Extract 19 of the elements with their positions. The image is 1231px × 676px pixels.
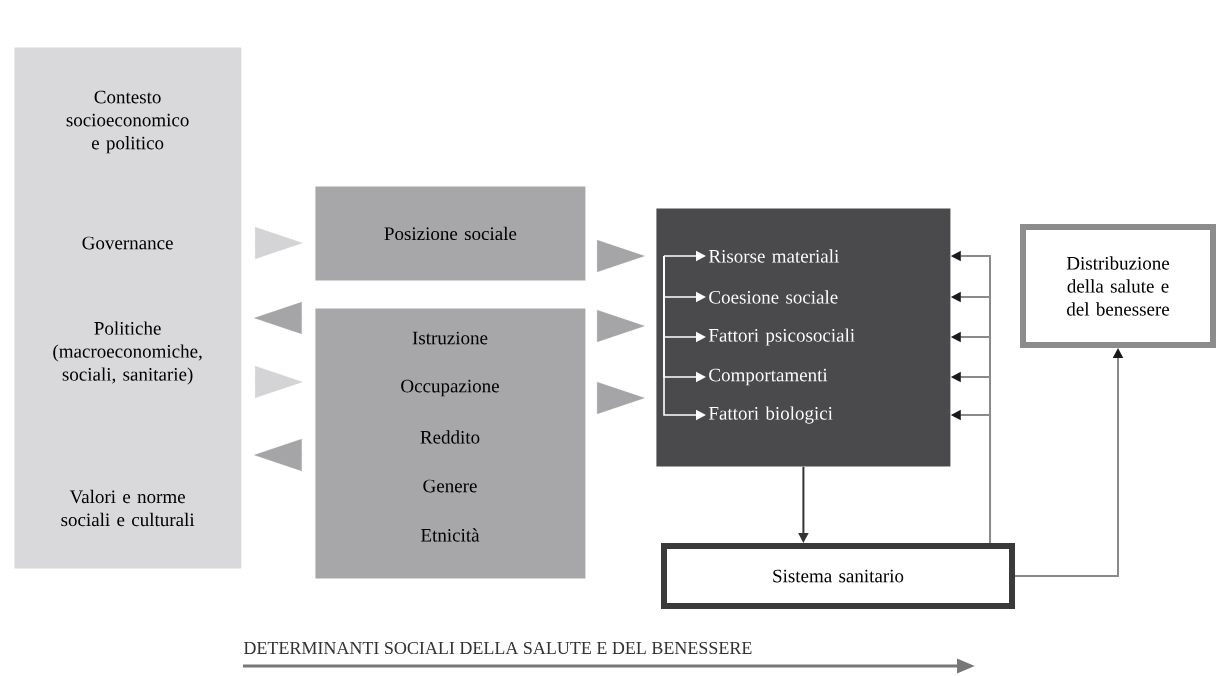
text-panel: Contesto socioeconomico e politico Governance Politiche (macroeconomiche, sociali, sanitarie) Valori e norme sociali e culturali: [14, 47, 242, 569]
triangle-arrow: [253, 227, 303, 259]
triangle-arrow: [596, 240, 645, 272]
factor-box: [656, 208, 951, 467]
factor-label: Risorse materiali: [708, 249, 839, 263]
factor-label: Comportamenti: [709, 368, 828, 386]
triangle-arrow: [596, 310, 645, 342]
determinant-box: Istruzione Occupazione Reddito Genere Etnicità: [315, 308, 586, 579]
triangle-arrow: [253, 366, 303, 398]
triangle-arrow: [254, 302, 304, 334]
triangle-arrow: [596, 382, 645, 414]
determinant-box: Posizione sociale: [315, 186, 586, 281]
factor-label: Fattori biologici: [708, 406, 833, 424]
factor-label: Fattori psicosociali: [708, 328, 855, 346]
triangle-arrow: [254, 439, 304, 471]
factor-label: Coesione sociale: [709, 290, 838, 304]
outlined-box: Distribuzione della salute e del benessere: [1020, 224, 1216, 348]
outlined-box: Sistema sanitario: [661, 543, 1015, 609]
axis-caption: DETERMINANTI SOCIALI DELLA SALUTE E DEL BENESSERE: [243, 641, 752, 655]
